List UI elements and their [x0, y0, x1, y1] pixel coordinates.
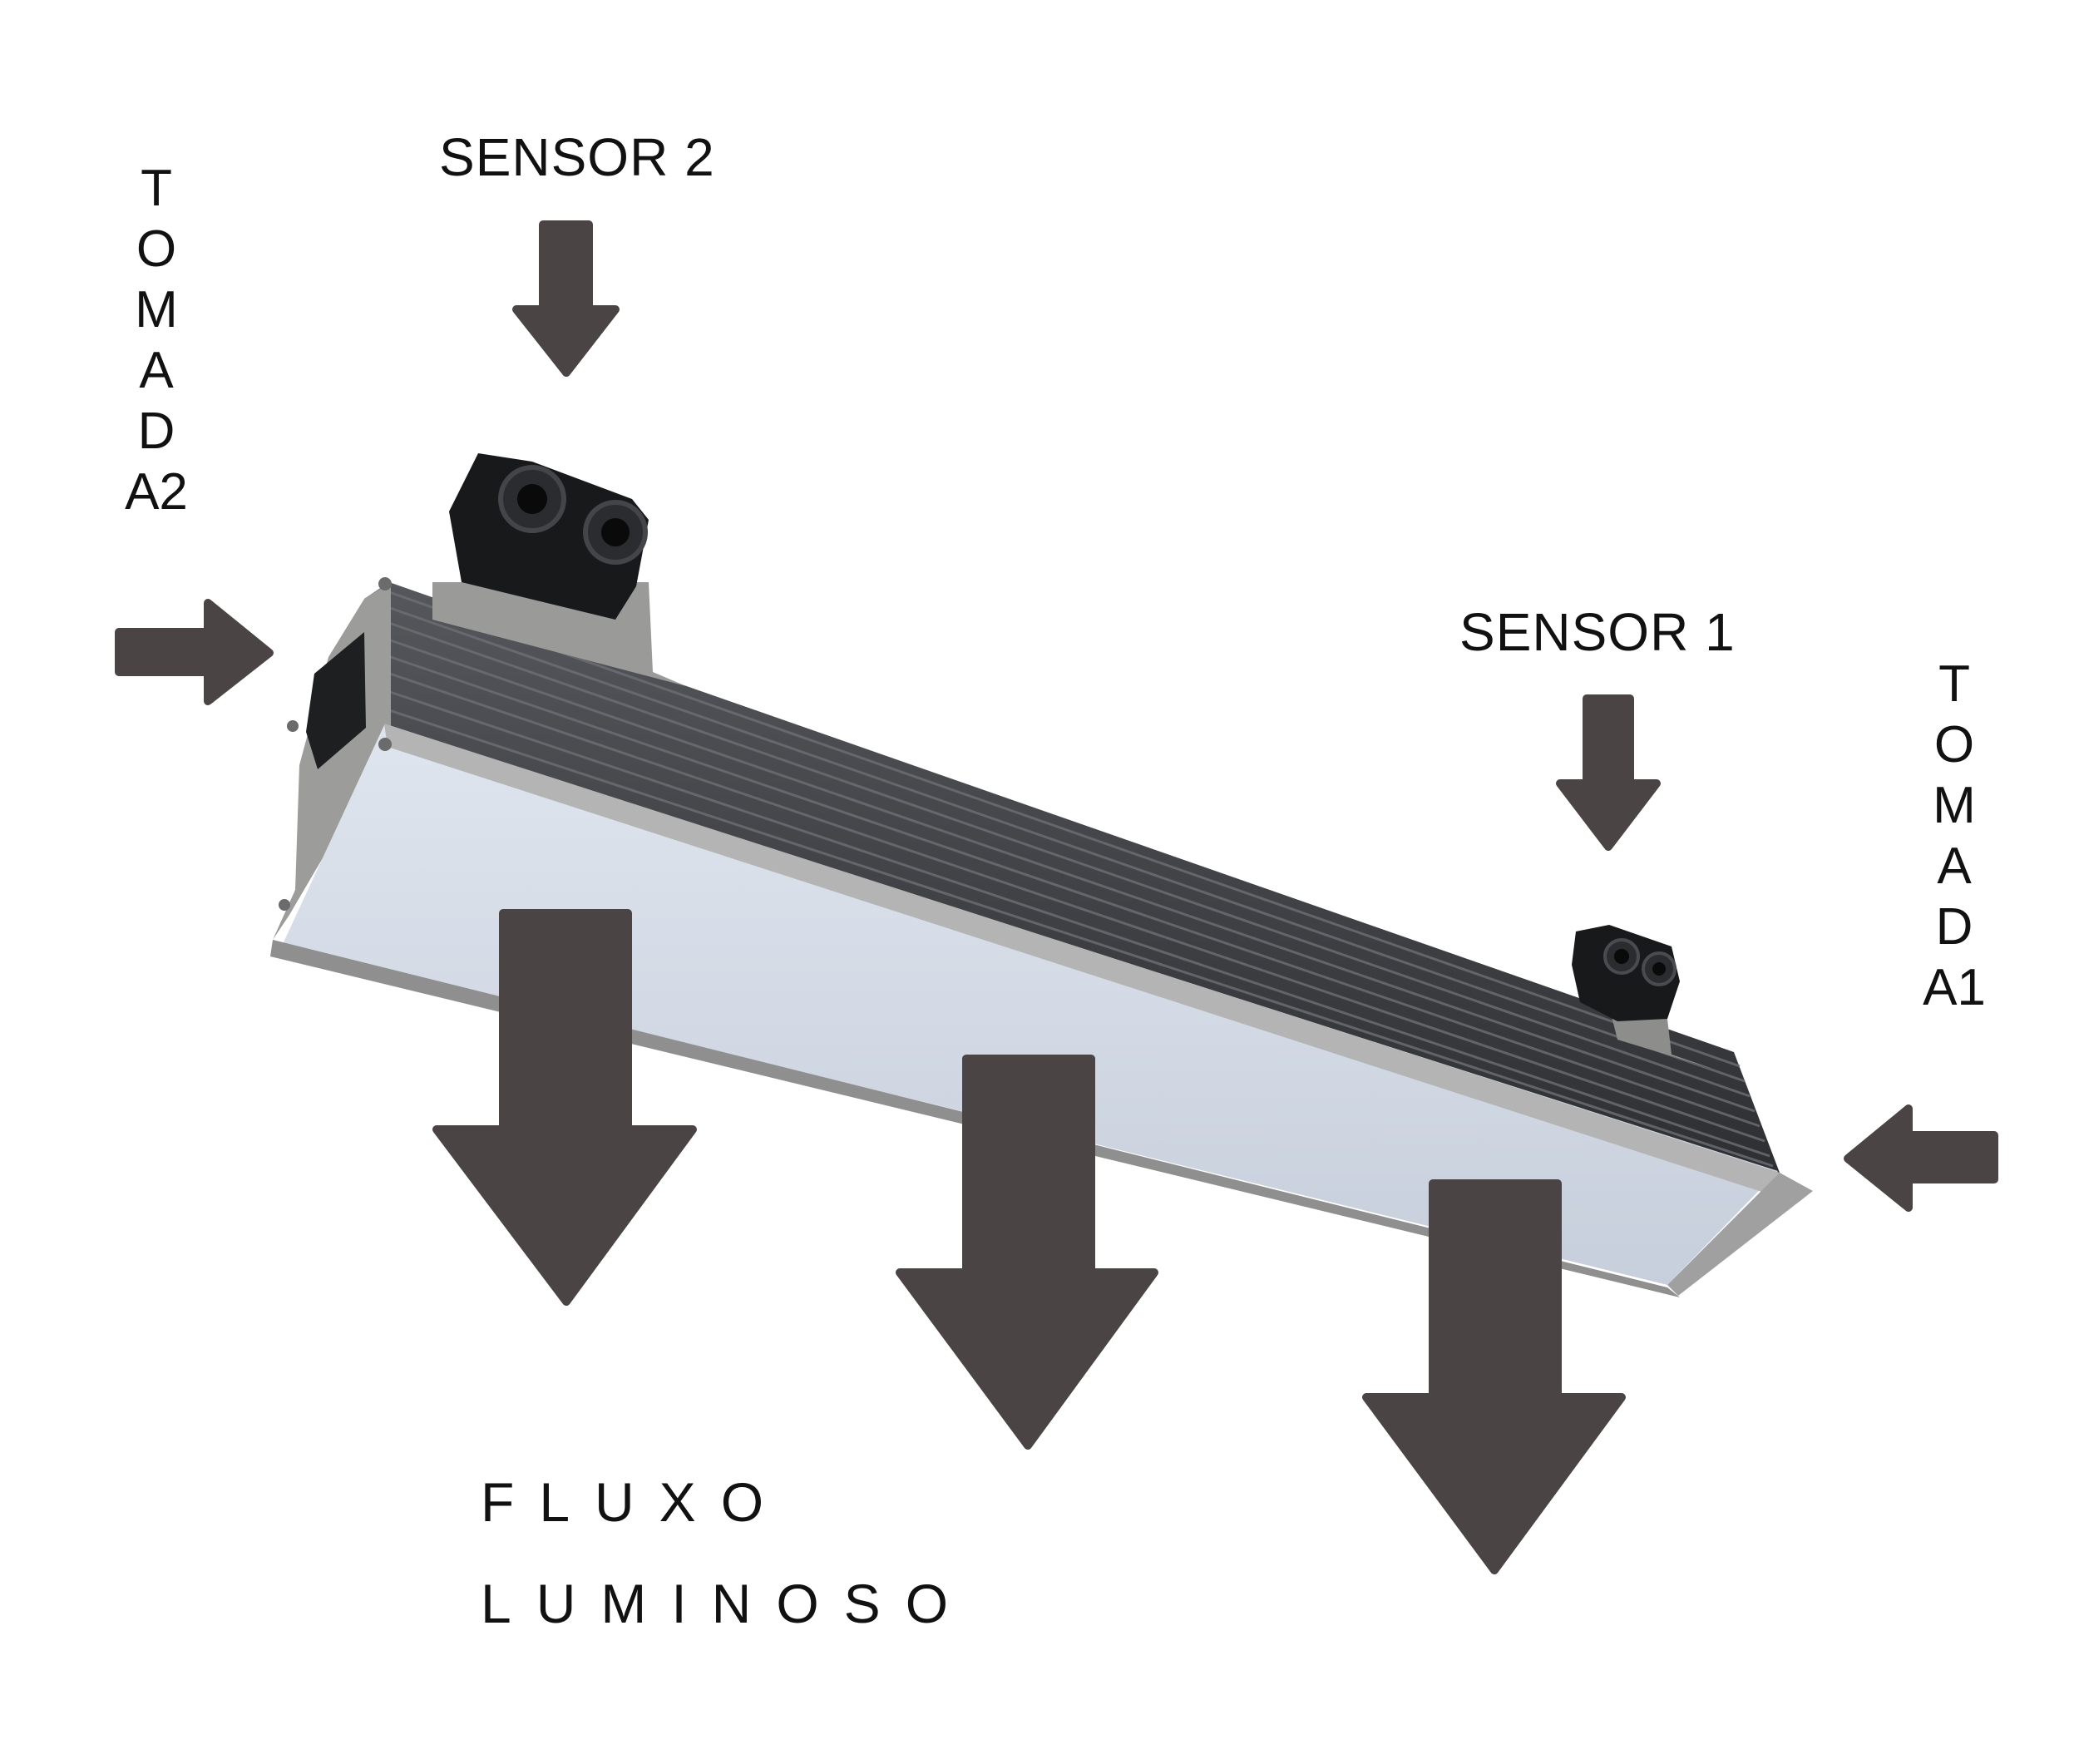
tomada-2-arrow [115, 599, 274, 705]
luminoso-label: LUMINOSO [481, 1573, 974, 1634]
sensor-1-device [1572, 925, 1713, 1069]
frame-right-end [1667, 1173, 1813, 1296]
sensor-2-label: SENSOR 2 [439, 127, 715, 187]
sensor-2-device [432, 453, 686, 686]
tomada-1-label: TOMADA1 [1923, 655, 1986, 1016]
end-cap-socket [306, 632, 366, 769]
sensor-1-bracket [1609, 1006, 1713, 1069]
flux-arrow-left [432, 909, 697, 1306]
tomada-2-label: TOMADA2 [125, 160, 188, 521]
sensor-2-bracket [432, 582, 686, 686]
arrows [115, 220, 1998, 1574]
sensor-1-transducers [1603, 938, 1677, 986]
sensor-1-label: SENSOR 1 [1459, 602, 1736, 662]
diffuser [283, 725, 1778, 1285]
fluxo-label: FLUXO [481, 1471, 789, 1533]
sensor-1-arrow [1556, 694, 1661, 851]
screws [279, 577, 392, 911]
flux-arrow-middle [896, 1055, 1158, 1450]
flux-arrow-right [1362, 1179, 1626, 1574]
fin-lines [383, 590, 1774, 1168]
frame-top-edge [384, 724, 1809, 1198]
sensor-2-transducers [498, 465, 648, 565]
tomada-1-arrow [1844, 1104, 1998, 1212]
sensor-2-arrow [512, 220, 620, 377]
